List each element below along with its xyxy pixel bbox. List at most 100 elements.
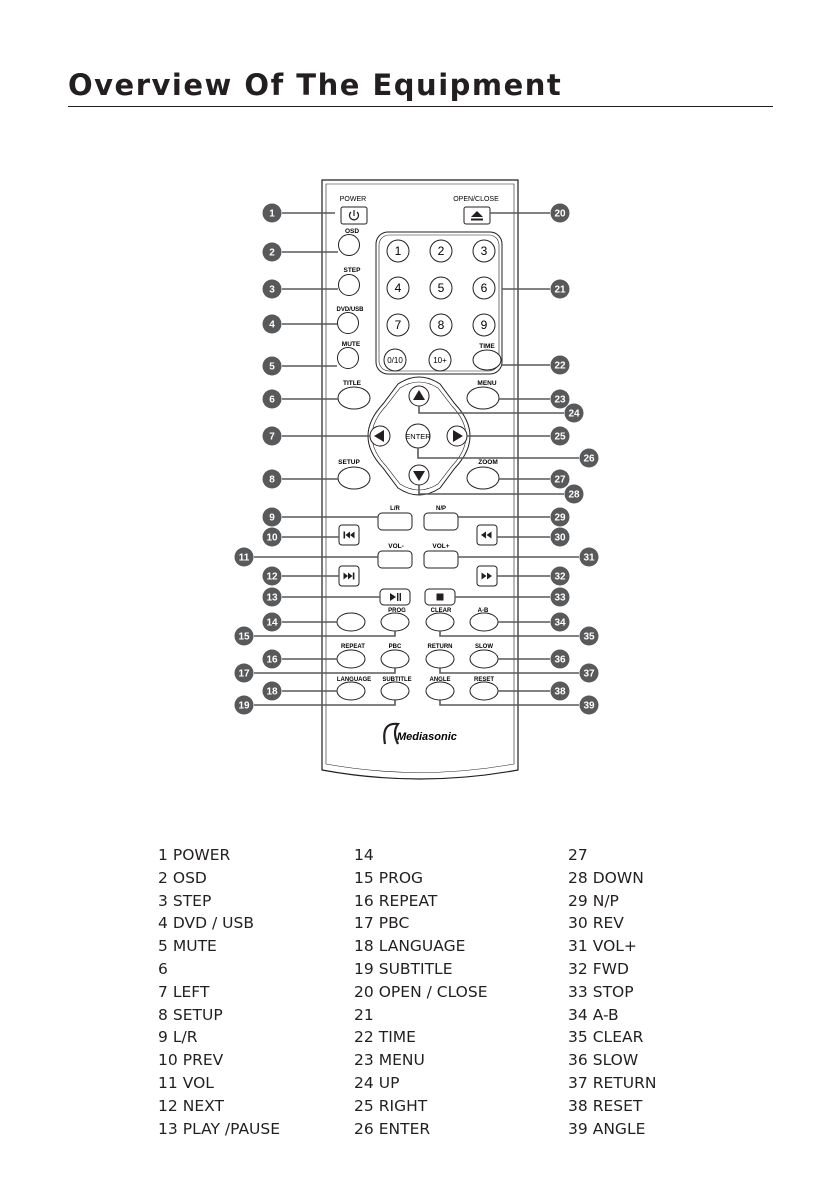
callout-number: 14 (266, 618, 278, 629)
callout-leader-line (439, 631, 579, 637)
angle-label: ANGLE (430, 677, 451, 683)
prog-button[interactable] (380, 612, 410, 632)
mute-button[interactable] (337, 347, 359, 369)
return-label: RETURN (428, 644, 453, 650)
numpad-key-label: 0/10 (387, 356, 403, 365)
legend-number: 31 (568, 937, 588, 956)
zoom-label: ZOOM (478, 459, 498, 466)
callout-badge (550, 389, 570, 409)
up-arrow-icon (413, 390, 425, 400)
callout-badge (262, 469, 282, 489)
eject-icon (471, 211, 483, 221)
legend-label: L/R (172, 1028, 198, 1047)
mediasonic-logo: Mediasonic (383, 722, 457, 745)
legend-label: PBC (378, 914, 410, 933)
callout-leader-line (418, 485, 564, 495)
left-arrow-icon (374, 430, 384, 442)
reset-button[interactable] (469, 681, 499, 701)
callout-badge (262, 203, 282, 223)
numpad-key-0[interactable] (386, 239, 410, 263)
callout-number: 32 (554, 572, 566, 583)
lr-button[interactable] (377, 512, 413, 531)
numpad-key-3[interactable] (386, 276, 410, 300)
legend-number: 27 (568, 846, 588, 864)
callout-number: 28 (568, 490, 580, 501)
menu-label: MENU (477, 380, 496, 387)
numpad-key-7[interactable] (429, 313, 453, 337)
legend-label: PLAY /PAUSE (182, 1119, 281, 1138)
callout-number: 17 (238, 669, 250, 680)
angle-button[interactable] (425, 681, 455, 701)
numpad-key-4[interactable] (429, 276, 453, 300)
callout-number: 38 (554, 687, 566, 698)
language-button[interactable] (336, 681, 366, 701)
next-icon (343, 572, 355, 580)
title-button[interactable] (337, 386, 371, 410)
np-label: N/P (436, 506, 446, 512)
clear-label: CLEAR (431, 608, 452, 614)
legend-label: ANGLE (592, 1119, 646, 1138)
legend-item: 21 (354, 1004, 487, 1027)
callout-badge (550, 587, 570, 607)
legend-label: PREV (182, 1051, 224, 1070)
osd-button[interactable] (338, 234, 360, 256)
subtitle-button[interactable] (380, 681, 410, 701)
legend-label: REV (592, 914, 624, 933)
dvd-usb-button[interactable] (337, 312, 359, 334)
callout-badge (234, 626, 254, 646)
numpad-key-10[interactable] (428, 348, 452, 372)
numpad-key-6[interactable] (386, 313, 410, 337)
numpad-key-2[interactable] (472, 239, 496, 263)
callout-number: 26 (583, 454, 595, 465)
numpad-key-label: 3 (481, 244, 488, 258)
legend-number: 7 (158, 982, 168, 1001)
np-button[interactable] (423, 512, 459, 531)
callout-number: 24 (568, 409, 580, 420)
repeat-button[interactable] (336, 649, 366, 669)
numpad-key-9[interactable] (383, 348, 407, 372)
numpad-key-1[interactable] (429, 239, 453, 263)
legend-number: 5 (158, 937, 168, 956)
callout-badge (262, 681, 282, 701)
legend-number: 17 (354, 914, 374, 933)
zoom-button[interactable] (466, 466, 500, 490)
callout-number: 30 (554, 533, 566, 544)
osd-label: OSD (345, 228, 359, 235)
callout-number: 9 (269, 513, 275, 524)
slow-button[interactable] (469, 649, 499, 669)
step-button[interactable] (338, 274, 360, 296)
time-label: TIME (479, 343, 495, 350)
ab-button[interactable] (469, 612, 499, 632)
menu-button[interactable] (466, 386, 500, 410)
legend-number: 38 (568, 1096, 588, 1115)
pbc-button[interactable] (380, 649, 410, 669)
clear-button[interactable] (425, 612, 455, 632)
vol-minus-button[interactable] (377, 550, 413, 569)
numpad-key-5[interactable] (472, 276, 496, 300)
vol-plus-button[interactable] (423, 550, 459, 569)
callout-badge (550, 469, 570, 489)
callout-number: 21 (554, 285, 566, 296)
legend-label: RIGHT (378, 1096, 428, 1115)
return-button[interactable] (425, 649, 455, 669)
time-button[interactable] (472, 349, 502, 371)
setup-button[interactable] (337, 466, 371, 490)
legend-label: A-B (592, 1005, 619, 1024)
legend-number: 39 (568, 1119, 588, 1138)
button-14[interactable] (336, 612, 366, 632)
legend-number: 24 (354, 1073, 374, 1092)
callout-number: 22 (554, 361, 566, 372)
callout-number: 39 (583, 701, 595, 712)
legend-label: VOL (182, 1073, 214, 1092)
numpad-key-8[interactable] (472, 313, 496, 337)
